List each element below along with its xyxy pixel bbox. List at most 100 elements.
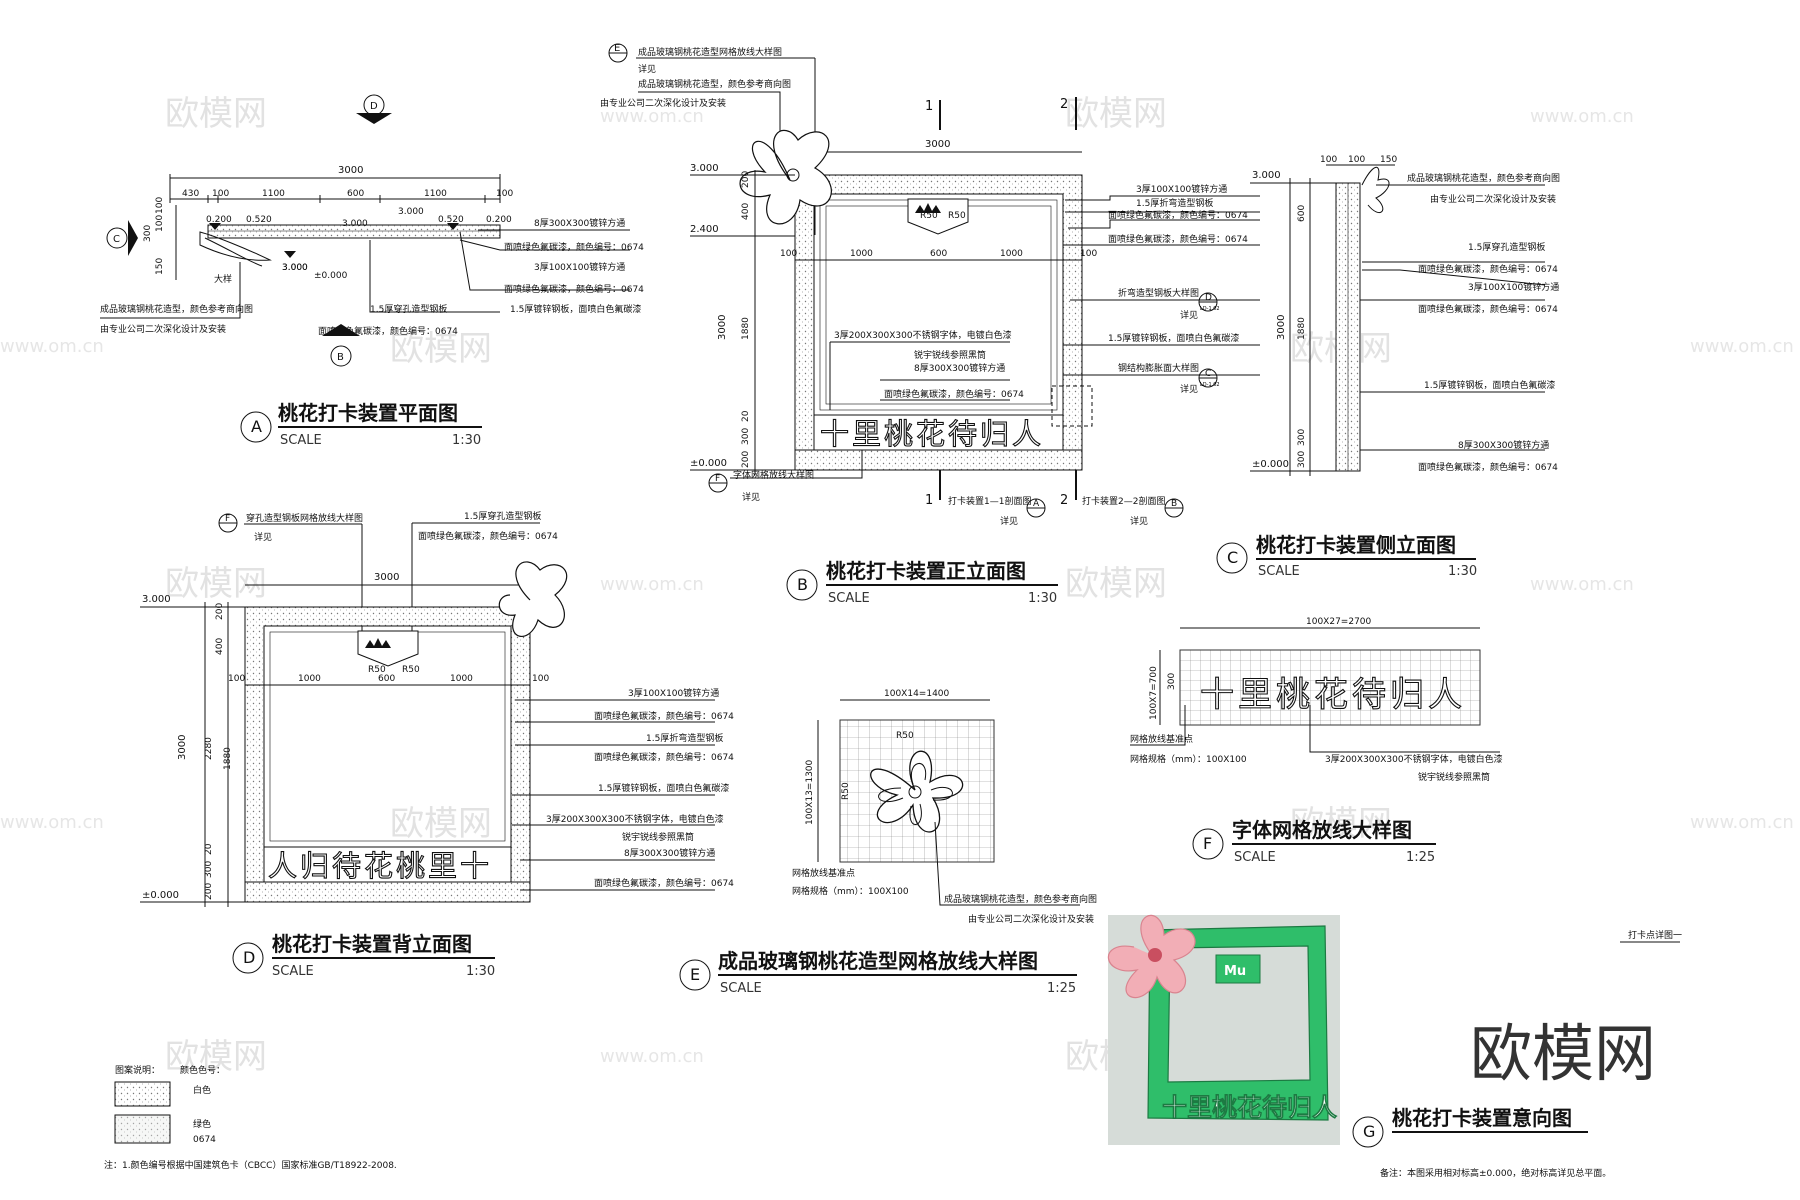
svg-text:详见: 详见 [1180, 309, 1198, 321]
ref-marker-d: DLD-1.02 [1198, 292, 1220, 312]
view-d-title: D 桃花打卡装置背立面图 SCALE 1:30 [232, 932, 495, 979]
svg-text:600: 600 [930, 249, 947, 259]
svg-text:1.5厚折弯造型钢板: 1.5厚折弯造型钢板 [1136, 197, 1213, 209]
svg-text:SCALE: SCALE [280, 433, 322, 448]
svg-text:1:25: 1:25 [1406, 850, 1435, 865]
dim: 100 [212, 189, 229, 199]
svg-text:±0.000: ±0.000 [314, 271, 348, 281]
svg-text:成品玻璃钢桃花造型，颜色参考商向图: 成品玻璃钢桃花造型，颜色参考商向图 [1407, 172, 1560, 184]
svg-text:3000: 3000 [1276, 315, 1287, 340]
svg-text:折弯造型钢板大样图: 折弯造型钢板大样图 [1118, 287, 1199, 299]
svg-text:备注：本图采用相对标高±0.000，绝对标高详见总平面。: 备注：本图采用相对标高±0.000，绝对标高详见总平面。 [1380, 1167, 1611, 1179]
svg-text:LD-1.02: LD-1.02 [1200, 382, 1220, 388]
svg-text:100: 100 [228, 674, 245, 684]
svg-text:2280: 2280 [204, 737, 214, 760]
svg-text:100X14=1400: 100X14=1400 [884, 689, 950, 699]
svg-text:1.5厚穿孔造型钢板: 1.5厚穿孔造型钢板 [464, 510, 541, 522]
svg-text:3.000: 3.000 [690, 163, 719, 174]
svg-text:锐宇锐线参照黑筒: 锐宇锐线参照黑筒 [914, 349, 986, 361]
dim: 1100 [424, 189, 447, 199]
svg-text:3厚100X100镀锌方通: 3厚100X100镀锌方通 [628, 687, 719, 699]
svg-text:3000: 3000 [925, 139, 950, 150]
peach-flower-back [498, 561, 568, 638]
svg-text:300: 300 [143, 225, 153, 242]
svg-text:1:30: 1:30 [1028, 591, 1057, 606]
svg-text:R50: R50 [368, 665, 386, 675]
svg-text:300: 300 [1297, 451, 1307, 468]
svg-text:图案说明：: 图案说明： [115, 1064, 160, 1076]
dim: 430 [182, 189, 199, 199]
watermark-url: www.om.cn [1690, 336, 1794, 357]
svg-text:1.5厚镀锌钢板，面喷白色氟碳漆: 1.5厚镀锌钢板，面喷白色氟碳漆 [598, 782, 729, 794]
svg-text:200: 200 [741, 451, 751, 468]
svg-text:300: 300 [1167, 673, 1177, 690]
peach-flower-outline [870, 750, 964, 833]
watermark: 欧模网 [1065, 564, 1167, 604]
svg-text:成品玻璃钢桃花造型网格放线大样图: 成品玻璃钢桃花造型网格放线大样图 [718, 949, 1038, 973]
svg-text:F: F [225, 514, 230, 524]
svg-text:成品玻璃钢桃花造型，颜色参考商向图: 成品玻璃钢桃花造型，颜色参考商向图 [944, 893, 1097, 905]
svg-text:3.000: 3.000 [282, 263, 308, 273]
svg-text:详见: 详见 [1180, 383, 1198, 395]
view-a-plan: D 3000 430 100 1100 600 1100 100 大样 100 … [100, 94, 644, 448]
svg-text:±0.000: ±0.000 [1252, 459, 1289, 470]
watermark-url: www.om.cn [600, 574, 704, 595]
svg-text:300: 300 [1297, 429, 1307, 446]
svg-text:D: D [1205, 293, 1212, 303]
dim: 600 [347, 189, 364, 199]
svg-text:C: C [113, 234, 120, 245]
svg-text:1.5厚穿孔造型钢板: 1.5厚穿孔造型钢板 [370, 303, 447, 315]
svg-text:详见: 详见 [254, 531, 272, 543]
svg-text:1880: 1880 [741, 317, 751, 340]
svg-text:100: 100 [1348, 155, 1365, 165]
view-g-title: G 桃花打卡装置意向图 [1352, 1106, 1588, 1148]
font-grid-text: 十里桃花待归人 [1200, 675, 1466, 715]
svg-text:钢结构膨胀面大样图: 钢结构膨胀面大样图 [1118, 362, 1199, 374]
svg-text:桃花打卡装置平面图: 桃花打卡装置平面图 [278, 401, 458, 425]
sign-text: 十里桃花待归人 [820, 417, 1044, 451]
svg-text:网格放线基准点: 网格放线基准点 [1130, 733, 1193, 745]
sign-text-mirrored: 人归待花桃里十 [268, 849, 492, 883]
render-flower [1107, 914, 1196, 999]
svg-text:3厚200X300X300不锈钢字体，电镀白色漆: 3厚200X300X300不锈钢字体，电镀白色漆 [1325, 753, 1503, 765]
svg-text:1:25: 1:25 [1047, 981, 1076, 996]
svg-text:颜色色号：: 颜色色号： [180, 1064, 225, 1076]
svg-text:3.000: 3.000 [398, 207, 424, 217]
svg-text:3厚100X100镀锌方通: 3厚100X100镀锌方通 [534, 261, 625, 273]
dim: 3000 [338, 165, 363, 176]
svg-text:字体网格放线大样图: 字体网格放线大样图 [733, 469, 814, 481]
svg-text:面喷绿色氟碳漆，颜色编号：0674: 面喷绿色氟碳漆，颜色编号：0674 [1108, 233, 1248, 245]
section-marker-b: B [322, 324, 360, 367]
view-d-back-elevation: F 穿孔造型钢板网格放线大样图 详见 1.5厚穿孔造型钢板 面喷绿色氟碳漆，颜色… [140, 510, 734, 979]
svg-text:8厚300X300镀锌方通: 8厚300X300镀锌方通 [914, 362, 1005, 374]
svg-text:300: 300 [204, 861, 214, 878]
watermark-url: www.om.cn [1690, 812, 1794, 833]
svg-text:8厚300X300镀锌方通: 8厚300X300镀锌方通 [624, 847, 715, 859]
watermark: 欧模网 [1290, 804, 1392, 844]
svg-text:F: F [1203, 834, 1212, 853]
watermark: 欧模网 [390, 804, 492, 844]
svg-text:1:30: 1:30 [452, 433, 481, 448]
ref-marker-b: B [1164, 498, 1184, 518]
svg-text:成品玻璃钢桃花造型网格放线大样图: 成品玻璃钢桃花造型网格放线大样图 [638, 46, 782, 58]
svg-text:面喷绿色氟碳漆，颜色编号：0674: 面喷绿色氟碳漆，颜色编号：0674 [1418, 303, 1558, 315]
svg-text:D: D [243, 948, 255, 967]
svg-text:面喷绿色氟碳漆，颜色编号：0674: 面喷绿色氟碳漆，颜色编号：0674 [884, 388, 1024, 400]
svg-text:打卡装置1—1剖面图: 打卡装置1—1剖面图 [948, 495, 1031, 507]
svg-text:100: 100 [1080, 249, 1097, 259]
detail-marker-f: F [218, 513, 238, 533]
svg-text:1.5厚镀锌钢板，面喷白色氟碳漆: 1.5厚镀锌钢板，面喷白色氟碳漆 [510, 303, 641, 315]
svg-text:150: 150 [1380, 155, 1397, 165]
view-f-font-grid: 100X27=2700 100X7=700 300 十里桃花待归人 网格放线基准… [1130, 617, 1503, 865]
svg-text:R50: R50 [841, 782, 851, 800]
svg-text:±0.000: ±0.000 [690, 458, 727, 469]
svg-text:150: 150 [155, 258, 165, 275]
svg-text:网格规格（mm）：100X100: 网格规格（mm）：100X100 [792, 885, 909, 897]
svg-text:F: F [715, 474, 720, 484]
view-e-flower-grid: 100X14=1400 100X13=1300 R50 R50 网格放线基准点 … [679, 689, 1097, 996]
svg-text:E: E [690, 965, 700, 984]
svg-text:面喷绿色氟碳漆，颜色编号：0674: 面喷绿色氟碳漆，颜色编号：0674 [594, 877, 734, 889]
svg-text:网格放线基准点: 网格放线基准点 [792, 867, 855, 879]
section-marker-c: C [106, 220, 138, 256]
svg-text:3000: 3000 [177, 735, 188, 760]
